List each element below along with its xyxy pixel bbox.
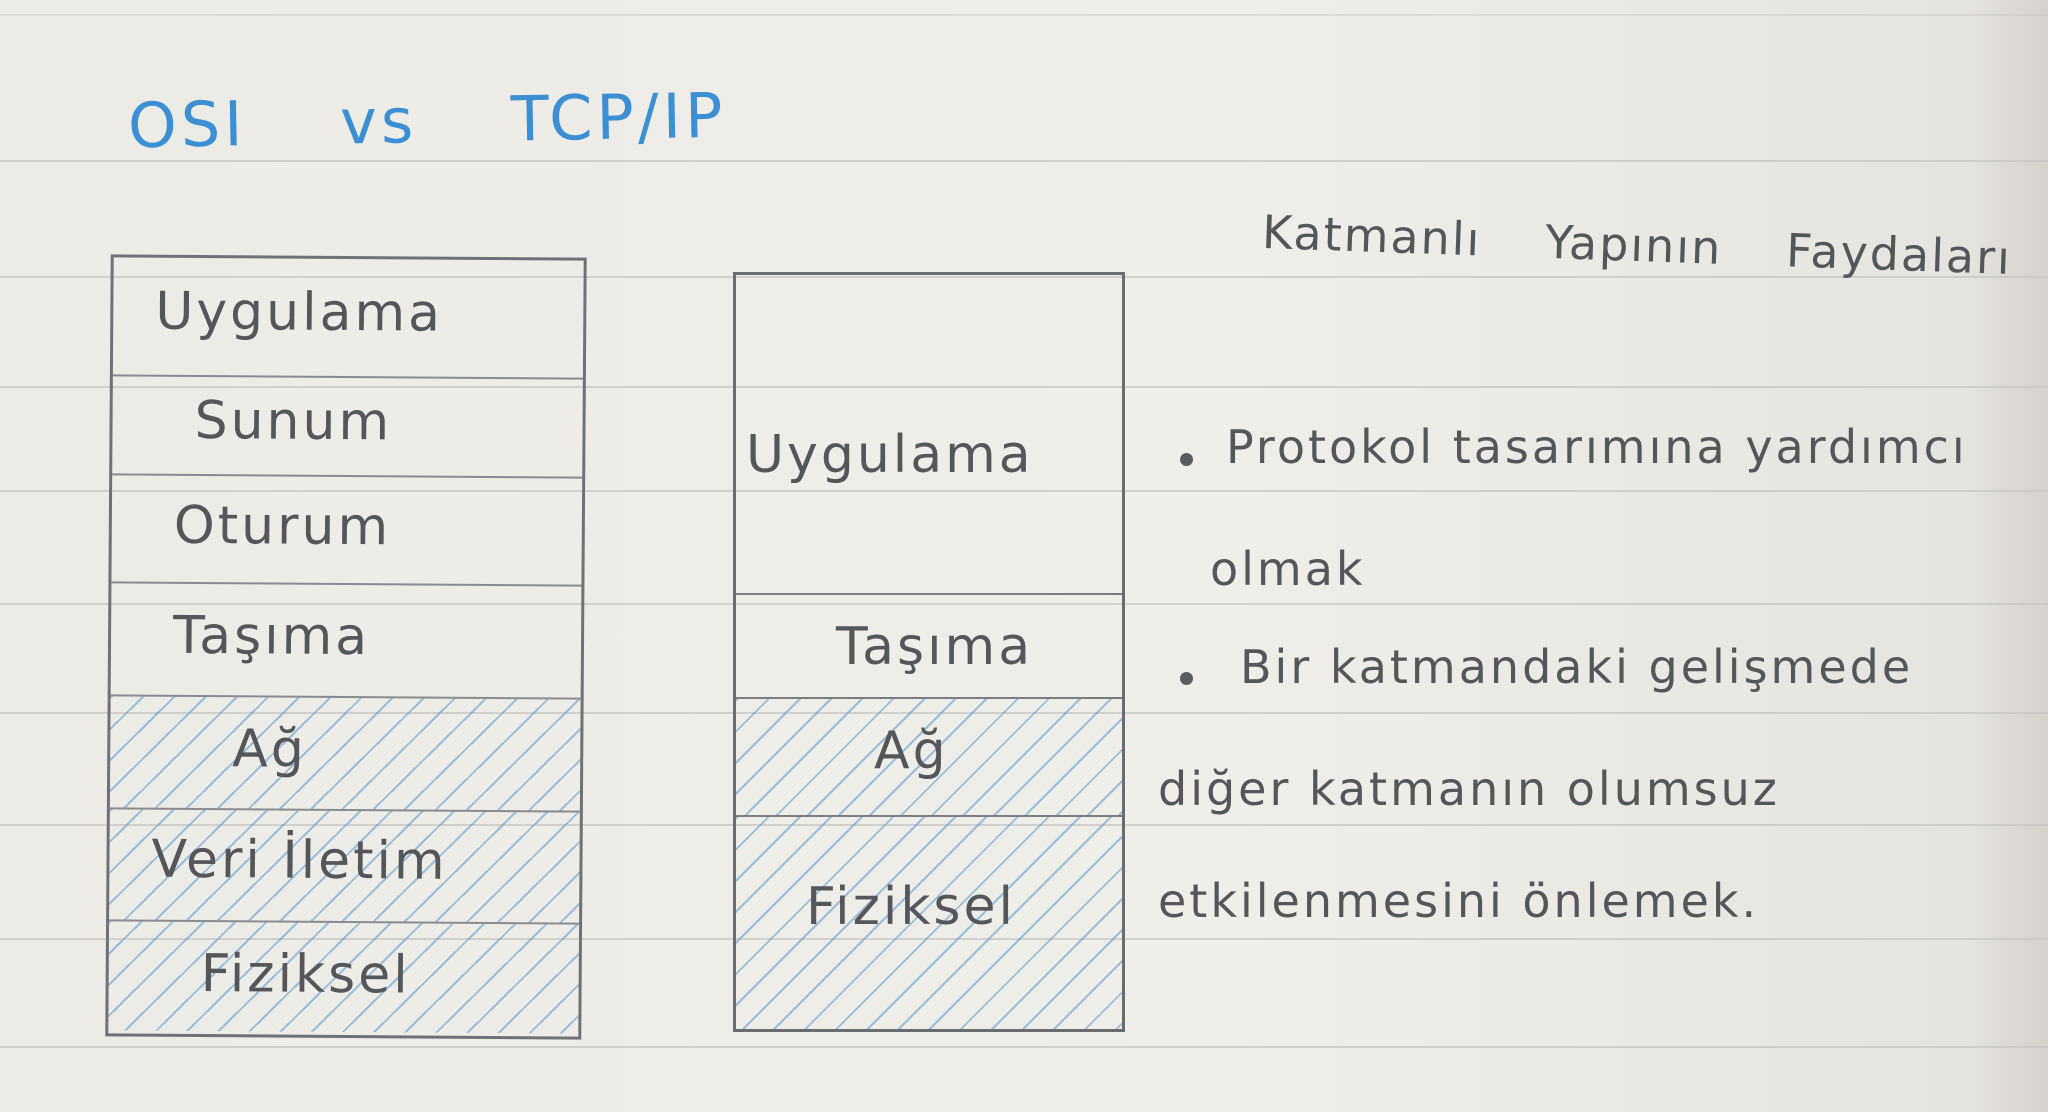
- osi-layer-row-hatched: Fiziksel: [108, 921, 580, 1034]
- tcpip-layer-label: Taşıma: [836, 617, 1034, 677]
- osi-layer-row-hatched: Ağ: [109, 696, 581, 813]
- ruled-line: [0, 160, 2048, 162]
- ruled-line: [0, 490, 2048, 492]
- notes-heading-word: Faydaları: [1785, 223, 2013, 286]
- tcpip-model-table: Uygulama Taşıma Ağ Fiziksel: [733, 272, 1125, 1032]
- osi-model-table: Uygulama Sunum Oturum Taşıma Ağ Veri İle…: [105, 254, 587, 1040]
- tcpip-layer-label: Fiziksel: [806, 877, 1016, 937]
- ruled-line: [0, 603, 2048, 605]
- osi-layer-label: Veri İletim: [151, 829, 448, 892]
- osi-layer-label: Fiziksel: [200, 943, 411, 1006]
- page-title: OSI vs TCP/IP: [127, 79, 727, 162]
- notes-heading: Katmanlı Yapının Faydaları: [1261, 205, 2012, 285]
- title-osi: OSI: [127, 87, 248, 163]
- note-text: Bir katmandaki gelişmede: [1240, 640, 1914, 694]
- osi-layer-row: Oturum: [111, 475, 583, 587]
- title-tcpip: TCP/IP: [510, 78, 727, 156]
- title-vs: vs: [339, 84, 418, 159]
- tcpip-layer-row: Uygulama: [736, 275, 1122, 595]
- ruled-line: [0, 386, 2048, 388]
- osi-layer-label: Sunum: [194, 390, 393, 453]
- notes-heading-word: Yapının: [1544, 214, 1724, 275]
- osi-layer-row: Sunum: [112, 376, 583, 479]
- ruled-line: [0, 1046, 2048, 1048]
- tcpip-layer-label: Uygulama: [746, 425, 1034, 485]
- note-text: Protokol tasarımına yardımcı: [1226, 420, 1968, 474]
- osi-layer-label: Ağ: [232, 719, 308, 780]
- note-text: etkilenmesini önlemek.: [1158, 874, 1760, 928]
- tcpip-layer-row: Taşıma: [736, 595, 1122, 699]
- tcpip-layer-row-hatched: Fiziksel: [736, 817, 1122, 1029]
- note-text: olmak: [1210, 542, 1366, 596]
- bullet-dot: [1180, 453, 1193, 466]
- ruled-line: [0, 276, 2048, 278]
- bullet-dot: [1180, 672, 1193, 685]
- osi-layer-label: Oturum: [173, 495, 392, 558]
- tcpip-layer-row-hatched: Ağ: [736, 699, 1122, 817]
- ruled-line: [0, 14, 2048, 16]
- osi-layer-row: Taşıma: [110, 583, 582, 700]
- note-text: diğer katmanın olumsuz: [1158, 762, 1780, 816]
- tcpip-layer-label: Ağ: [874, 721, 949, 781]
- osi-layer-label: Uygulama: [155, 281, 444, 344]
- notes-heading-word: Katmanlı: [1261, 204, 1483, 267]
- osi-layer-row: Uygulama: [112, 257, 584, 380]
- osi-layer-row-hatched: Veri İletim: [109, 809, 580, 925]
- osi-layer-label: Taşıma: [172, 605, 371, 668]
